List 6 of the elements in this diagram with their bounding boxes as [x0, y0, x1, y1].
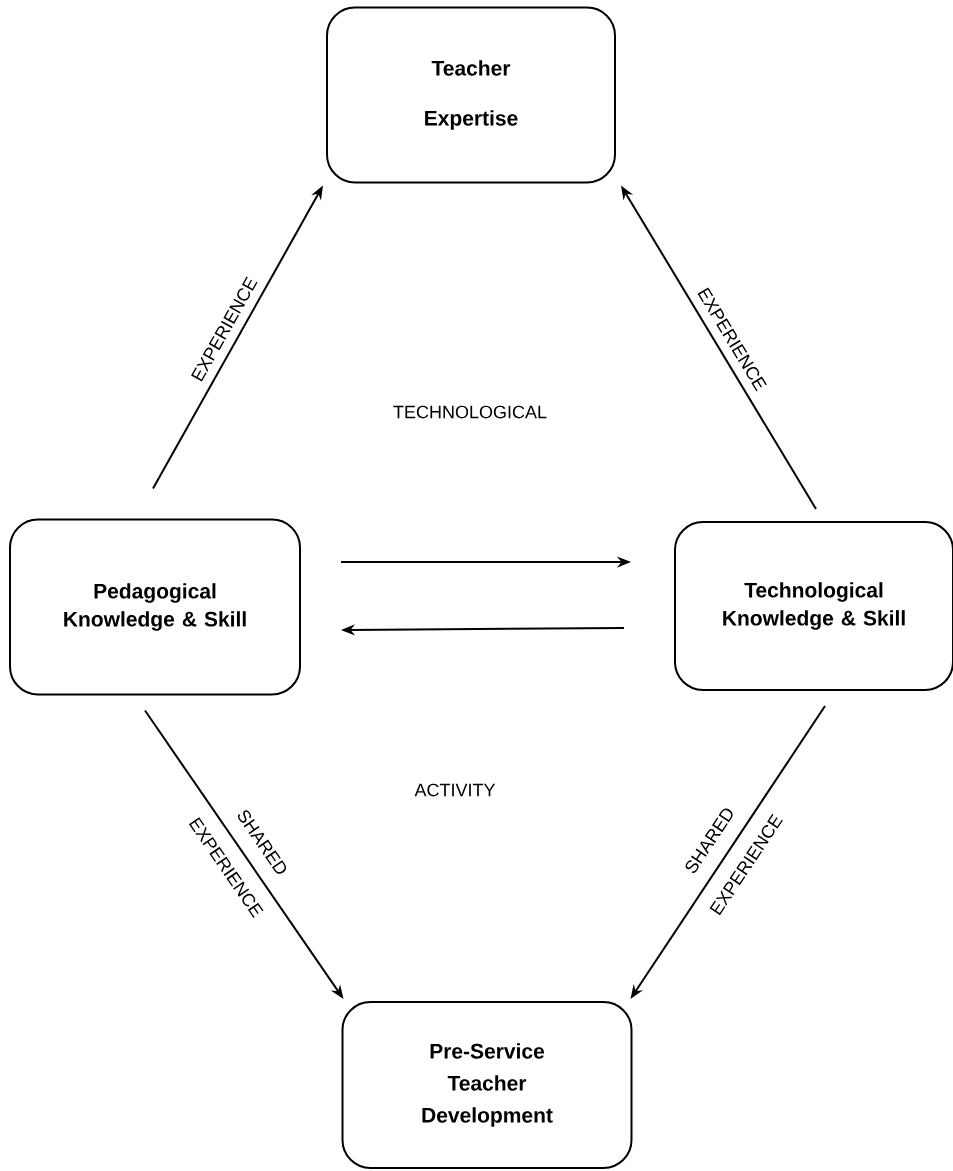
process-box: Technological Knowledge & Skill: [674, 521, 953, 691]
process-box: Pre-Service Teacher Development: [341, 1001, 633, 1169]
text-label: TECHNOLOGICAL: [393, 405, 547, 419]
process-box: Pedagogical Knowledge & Skill: [9, 518, 301, 696]
text-label: ACTIVITY: [414, 783, 496, 797]
process-box: Teacher Expertise: [326, 6, 616, 184]
